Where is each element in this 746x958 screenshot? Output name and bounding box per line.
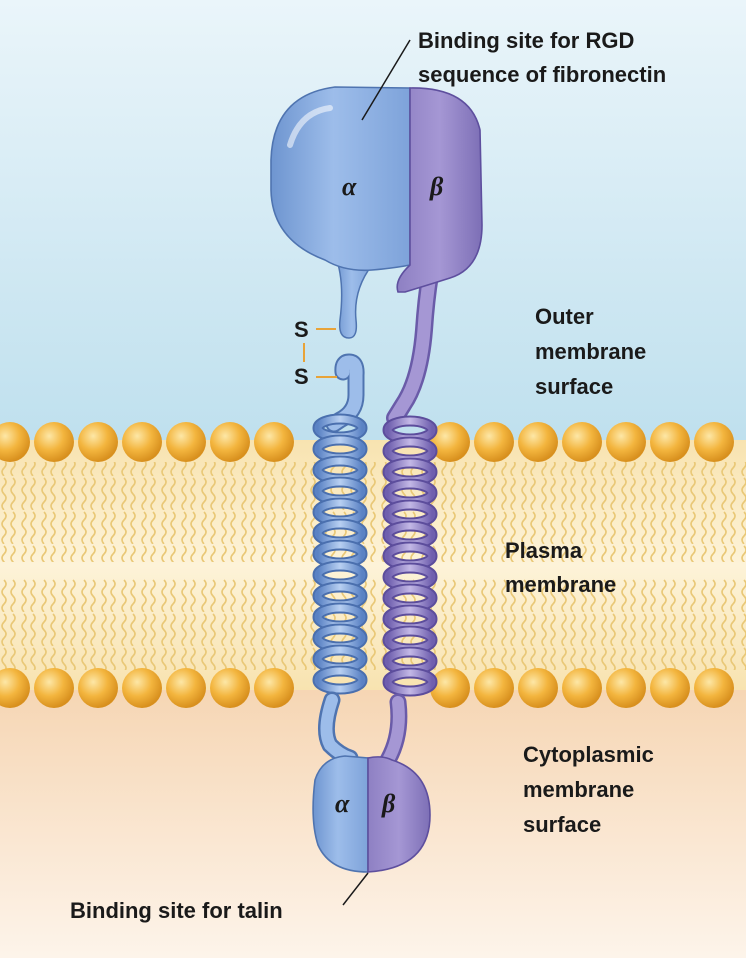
lipid-head (430, 668, 470, 708)
lipid-head (34, 422, 74, 462)
sulfur-label-1: S (294, 317, 309, 342)
disulfide-bond: S S (294, 317, 337, 389)
lipid-head (518, 668, 558, 708)
beta-bottom-label: β (381, 789, 396, 818)
lipid-head (606, 668, 646, 708)
lipid-head (210, 668, 250, 708)
rgd-leader-line (361, 39, 411, 121)
lipid-head (122, 668, 162, 708)
lipid-head (606, 422, 646, 462)
lipid-head (254, 422, 294, 462)
lipid-head (254, 668, 294, 708)
beta-top-label: β (429, 172, 444, 201)
lipid-head (34, 668, 74, 708)
beta-head-domain (396, 87, 483, 293)
sulfur-label-2: S (294, 364, 309, 389)
lipid-tails-upper (0, 462, 746, 562)
beta-cytoplasmic-domain (367, 756, 431, 873)
lipid-head (78, 668, 118, 708)
outer-surface-label: Outer membrane surface (535, 304, 652, 399)
lipid-head (474, 422, 514, 462)
lipid-head (650, 422, 690, 462)
beta-transmembrane-helix (382, 415, 438, 697)
lipid-head (210, 422, 250, 462)
beta-chain (386, 266, 439, 427)
lipid-head (650, 668, 690, 708)
lipid-head (430, 422, 470, 462)
alpha-top-label: α (342, 172, 357, 201)
plasma-membrane-label: Plasma membrane (505, 538, 616, 597)
alpha-head-domain (270, 86, 411, 272)
lipid-head (694, 422, 734, 462)
alpha-transmembrane-helix (312, 413, 368, 695)
lipid-heads-inner (0, 668, 734, 708)
lipid-head (474, 668, 514, 708)
lipid-head (518, 422, 558, 462)
lipid-head (694, 668, 734, 708)
talin-site-label: Binding site for talin (70, 898, 283, 923)
cytoplasmic-surface-label: Cytoplasmic membrane surface (523, 742, 660, 837)
lipid-heads-outer (0, 422, 734, 462)
lipid-head (562, 668, 602, 708)
lipid-tails-lower (0, 578, 746, 670)
lipid-head (122, 422, 162, 462)
alpha-bottom-label: α (335, 789, 350, 818)
lipid-head (78, 422, 118, 462)
lipid-head (166, 668, 206, 708)
lipid-head (562, 422, 602, 462)
rgd-site-label: Binding site for RGD sequence of fibrone… (418, 28, 666, 87)
lipid-head (0, 422, 30, 462)
lipid-head (0, 668, 30, 708)
talin-leader-line (342, 872, 369, 906)
alpha-cytoplasmic-domain (312, 755, 369, 873)
alpha-chain (325, 253, 374, 433)
lipid-head (166, 422, 206, 462)
